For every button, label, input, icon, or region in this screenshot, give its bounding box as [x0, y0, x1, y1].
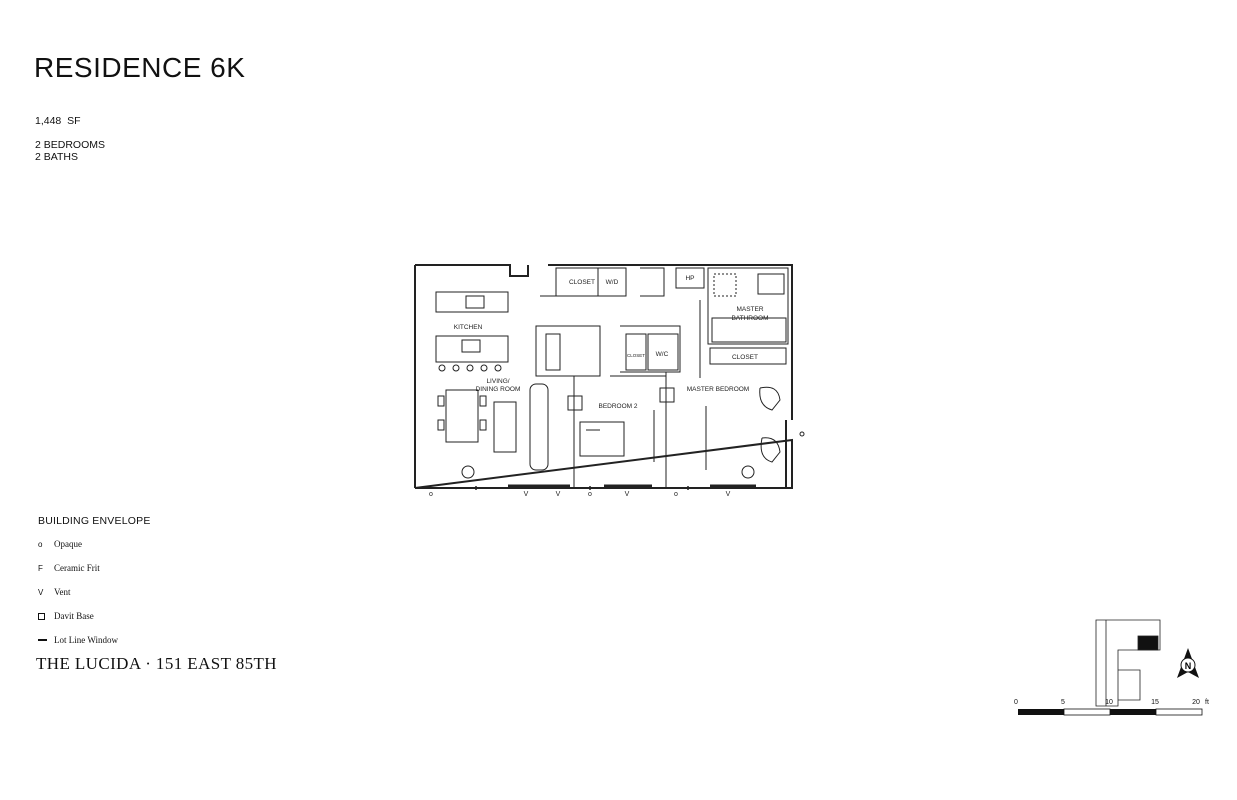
- label-closet-master: CLOSET: [732, 354, 758, 361]
- bath-count: 2 BATHS: [35, 151, 78, 163]
- label-bedroom-2: BEDROOM 2: [598, 403, 637, 410]
- bedroom-count: 2 BEDROOMS: [35, 139, 106, 151]
- scale-tick-20: 20: [1192, 699, 1200, 706]
- bedroom-2-furniture: [579, 410, 655, 462]
- legend-opaque: o Opaque: [38, 539, 82, 549]
- vent-label: Vent: [54, 587, 71, 597]
- master-bedroom-furniture: [705, 386, 805, 479]
- marker-vent-2: V: [556, 491, 561, 498]
- scale-tick-10: 10: [1105, 699, 1113, 706]
- davit-symbol: [38, 612, 54, 620]
- label-wd: W/D: [606, 279, 619, 286]
- frit-symbol: F: [38, 563, 43, 573]
- marker-opaque-3: o: [674, 491, 678, 498]
- label-closet-top: CLOSET: [569, 279, 595, 286]
- label-closet-small: CLOSET: [627, 353, 645, 358]
- exterior-walls: [414, 264, 793, 489]
- label-master-bedroom: MASTER BEDROOM: [687, 386, 749, 393]
- davit-label: Davit Base: [54, 611, 94, 621]
- marker-vent-1: V: [524, 491, 529, 498]
- opaque-symbol: o: [38, 539, 43, 549]
- scale-tick-15: 15: [1151, 699, 1159, 706]
- residence-title: RESIDENCE 6K: [34, 52, 246, 83]
- lot-line-icon: [38, 639, 47, 641]
- label-living-1: LIVING/: [486, 378, 509, 385]
- opaque-label: Opaque: [54, 539, 82, 549]
- scale-bar: 0 5 10 15 20 ft: [1014, 699, 1209, 716]
- label-master-bath-2: BATHROOM: [731, 315, 768, 322]
- legend-ceramic-frit: F Ceramic Frit: [38, 563, 100, 573]
- window-ticks: [475, 484, 756, 490]
- label-wc: W/C: [656, 351, 669, 358]
- label-kitchen: KITCHEN: [454, 324, 483, 331]
- marker-opaque-2: o: [588, 491, 592, 498]
- top-closets: [540, 267, 705, 297]
- davit-square-icon: [38, 612, 45, 620]
- envelope-title: BUILDING ENVELOPE: [38, 515, 151, 527]
- unit-summary: 2 BEDROOMS 2 BATHS: [35, 139, 105, 163]
- north-label: N: [1185, 661, 1192, 671]
- key-plan: [1095, 619, 1161, 707]
- legend-vent: V Vent: [38, 587, 71, 597]
- marker-opaque-1: o: [429, 491, 433, 498]
- legend-lot-line-window: Lot Line Window: [38, 635, 118, 645]
- label-master-bath-1: MASTER: [736, 306, 763, 313]
- scale-tick-0: 0: [1014, 699, 1018, 706]
- living-furniture: [437, 383, 549, 479]
- legend-davit-base: Davit Base: [38, 611, 94, 621]
- scale-unit: ft: [1205, 699, 1209, 706]
- lot-line-label: Lot Line Window: [54, 635, 118, 645]
- lot-line-symbol: [38, 639, 54, 641]
- kitchen: [435, 291, 509, 372]
- scale-tick-5: 5: [1061, 699, 1065, 706]
- marker-vent-4: V: [726, 491, 731, 498]
- interior-walls: [535, 325, 681, 488]
- square-footage: 1,448 SF: [35, 115, 81, 127]
- marker-vent-3: V: [625, 491, 630, 498]
- north-arrow: N: [1177, 648, 1199, 678]
- frit-label: Ceramic Frit: [54, 563, 100, 573]
- label-living-2: DINING ROOM: [476, 386, 521, 393]
- building-brand: THE LUCIDA · 151 EAST 85TH: [36, 654, 277, 673]
- label-hp: HP: [685, 275, 694, 282]
- master-bathroom: [699, 267, 789, 378]
- vent-symbol: V: [38, 587, 44, 597]
